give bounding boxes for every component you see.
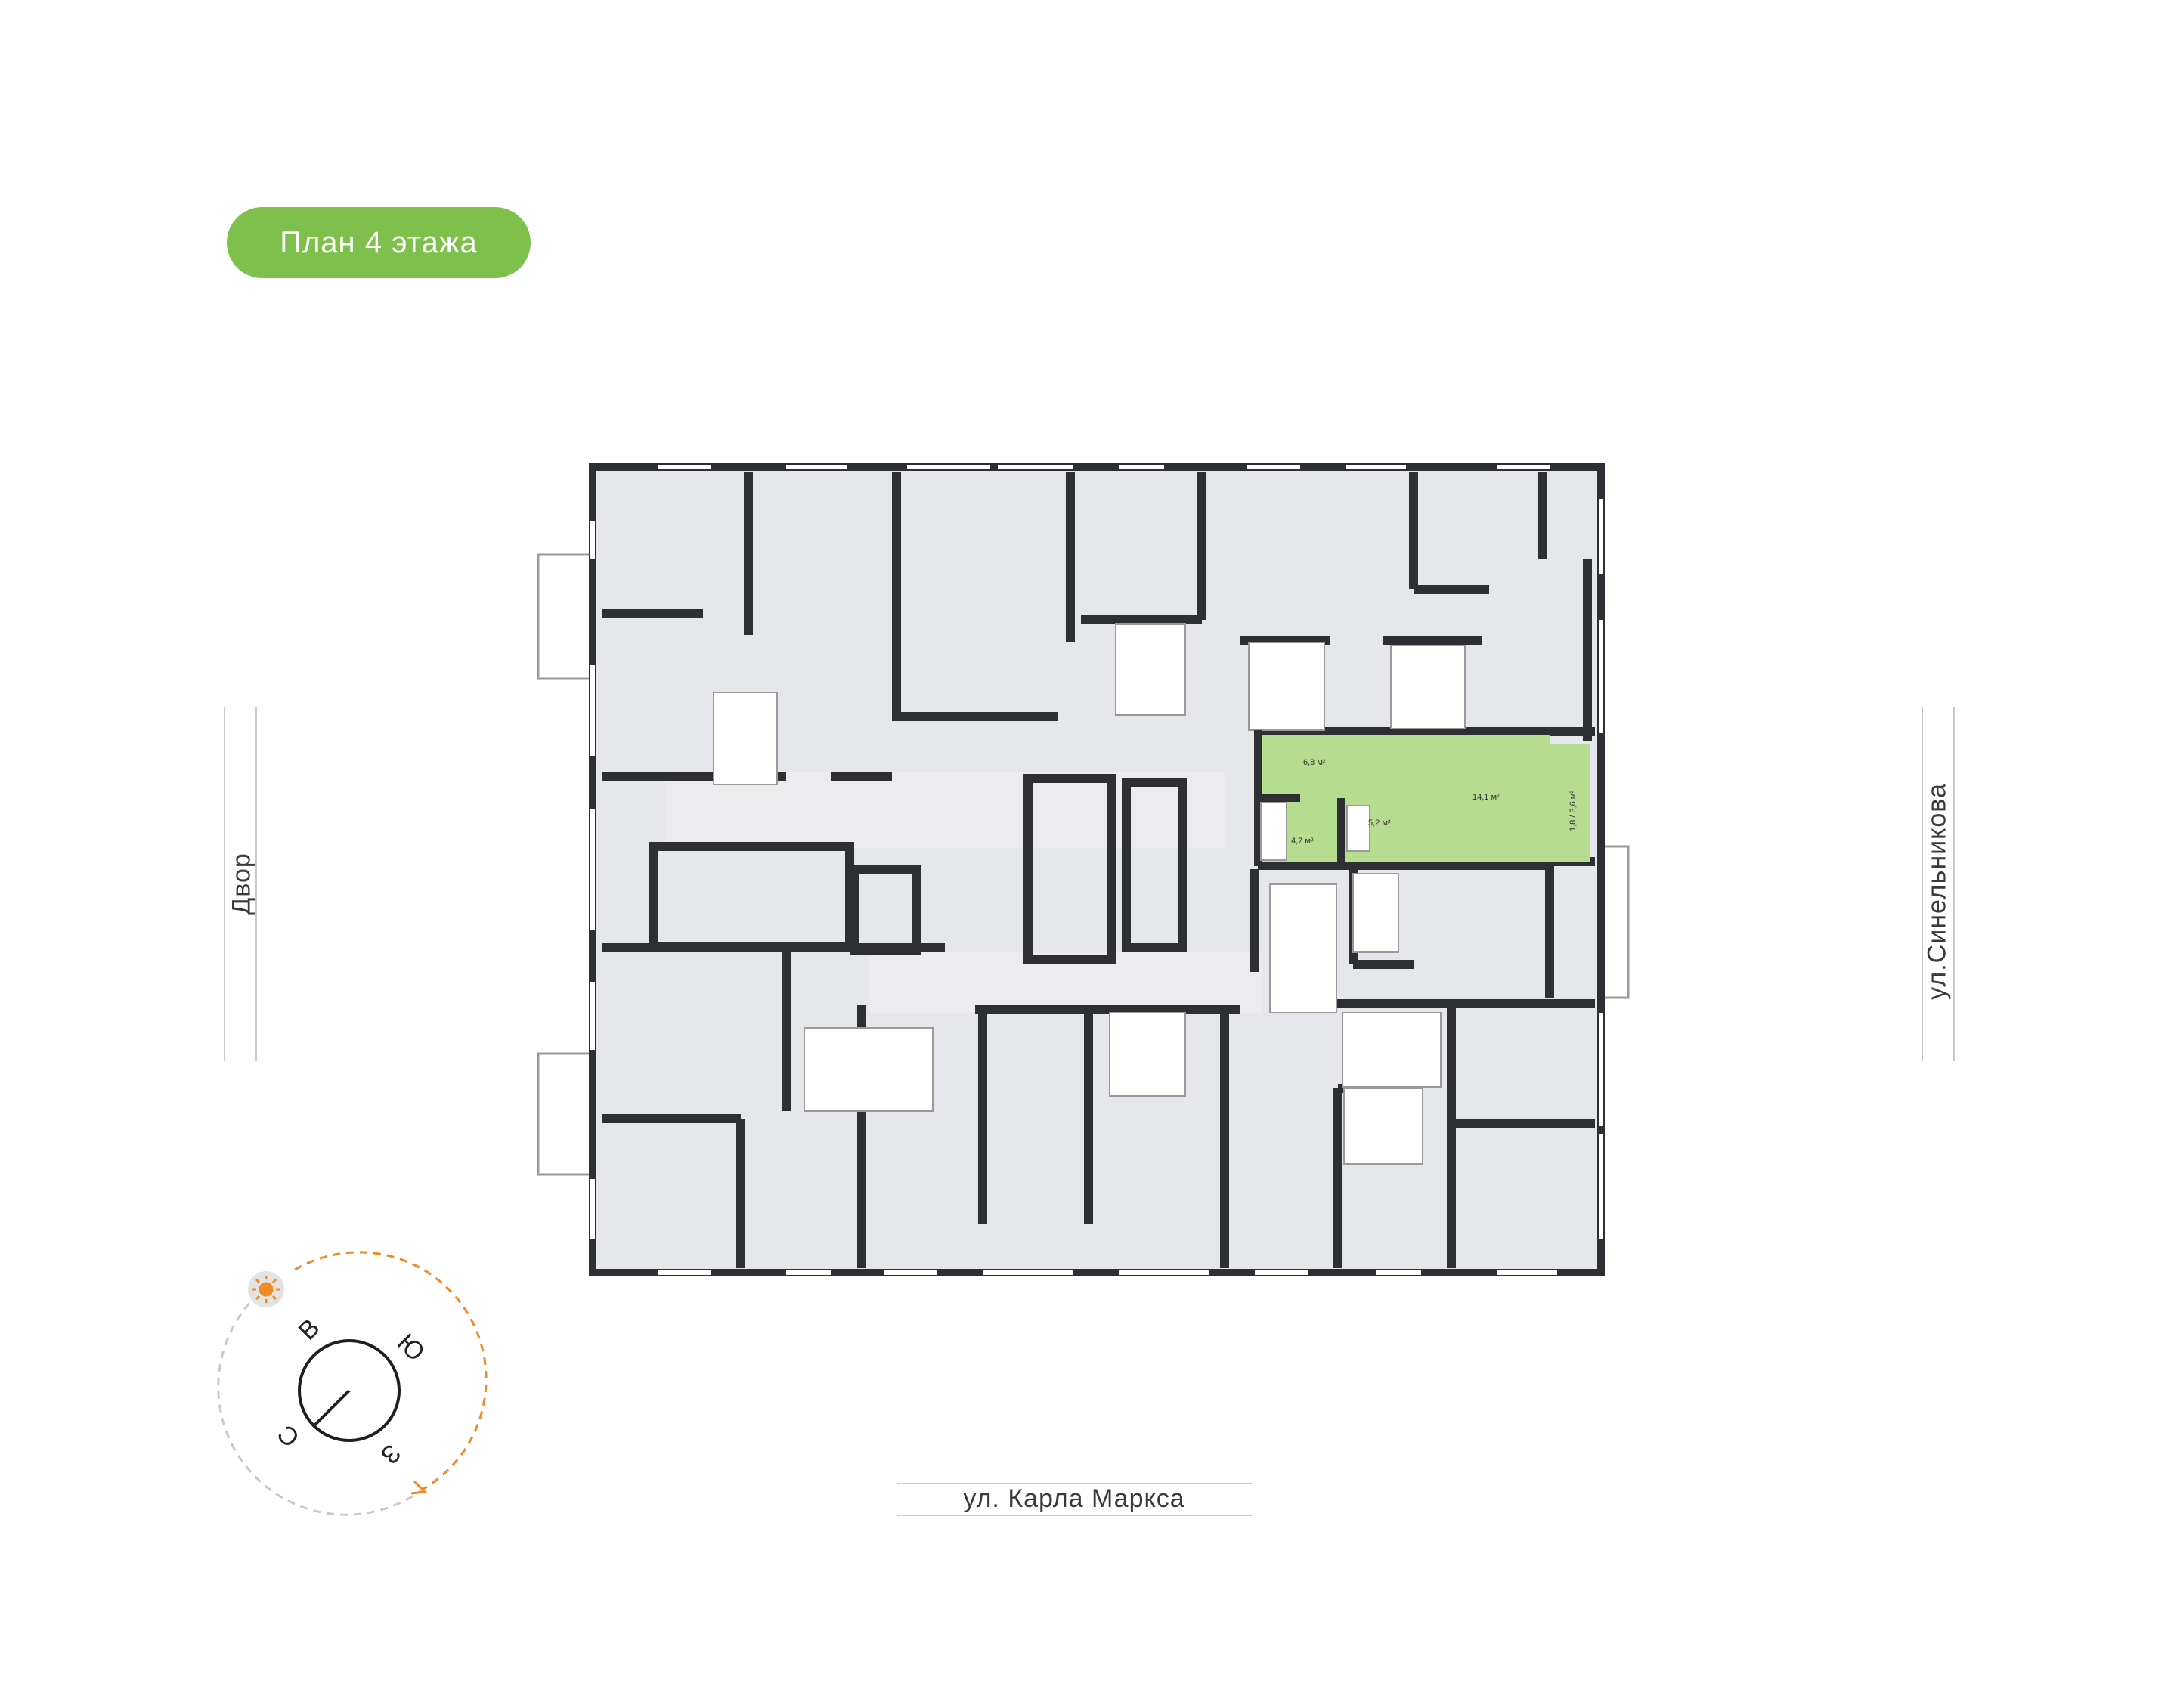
left-street-line-2 bbox=[255, 707, 257, 1061]
area-label-room: 14,1 м² bbox=[1472, 793, 1500, 802]
sun-path-orange bbox=[294, 1251, 488, 1490]
right-street-line-1 bbox=[1922, 707, 1923, 1061]
compass-needle bbox=[311, 1389, 351, 1428]
sun-path-arrow-icon bbox=[410, 1480, 428, 1495]
street-label-bottom: ул. Карла Маркса bbox=[963, 1484, 1185, 1513]
area-label-bath: 4,7 м² bbox=[1291, 837, 1314, 846]
sun-icon bbox=[252, 1276, 280, 1303]
apartment-balcony[interactable] bbox=[1550, 744, 1590, 862]
apartment-kitchen[interactable] bbox=[1258, 735, 1364, 798]
balcony-left-bottom bbox=[537, 1052, 594, 1176]
floor-plan-badge[interactable]: План 4 этажа bbox=[227, 207, 531, 278]
sun-path-dashed bbox=[217, 1283, 424, 1516]
balcony-left-top bbox=[537, 553, 594, 680]
windows bbox=[590, 465, 1603, 1275]
bottom-street-line-1 bbox=[897, 1483, 1252, 1484]
area-label-balcony: 1,8 / 3,6 м² bbox=[1568, 791, 1578, 831]
right-street-line-2 bbox=[1953, 707, 1955, 1061]
area-label-kitchen: 6,8 м² bbox=[1303, 758, 1326, 767]
left-street-line-1 bbox=[224, 707, 225, 1061]
bathroom-fixtures bbox=[713, 623, 1466, 1165]
compass bbox=[217, 1251, 488, 1516]
bottom-street-line-2 bbox=[897, 1515, 1252, 1516]
compass-ring bbox=[298, 1339, 401, 1442]
area-label-hall: 5,2 м² bbox=[1368, 818, 1391, 828]
highlighted-apartment[interactable]: 6,8 м² 14,1 м² 4,7 м² 5,2 м² 1,8 / 3,6 м… bbox=[1254, 730, 1590, 870]
